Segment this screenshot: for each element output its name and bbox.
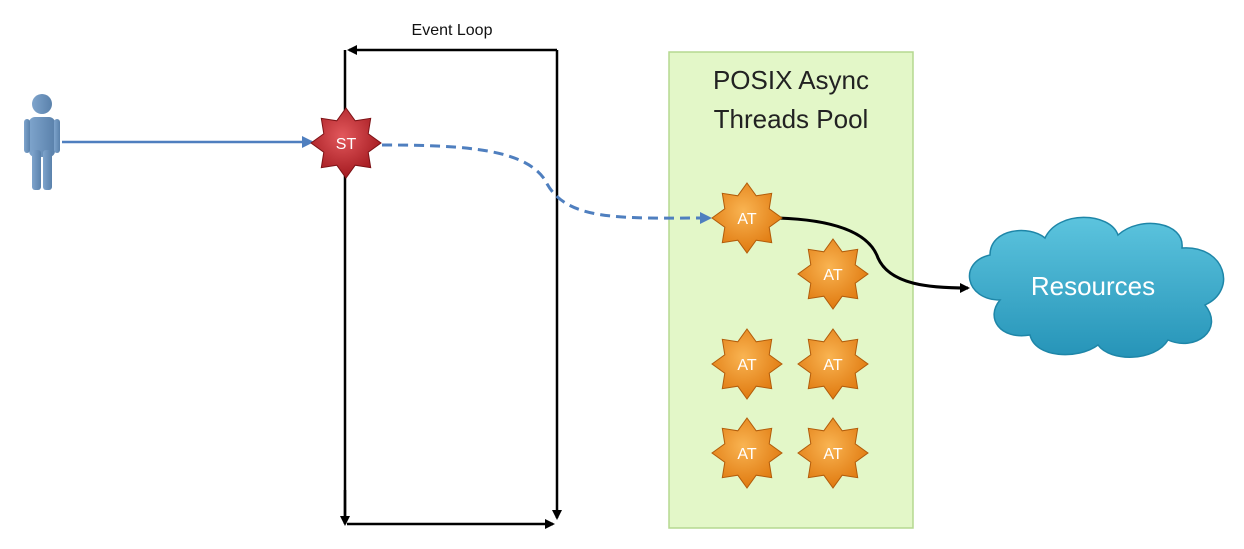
async-thread-label: AT bbox=[737, 357, 756, 374]
async-thread-node: AT bbox=[711, 417, 783, 489]
async-thread-label: AT bbox=[823, 357, 842, 374]
async-thread-node: AT bbox=[797, 417, 869, 489]
single-thread-label: ST bbox=[336, 136, 357, 153]
async-thread-node: AT bbox=[711, 182, 783, 254]
async-thread-label: AT bbox=[823, 446, 842, 463]
single-thread-node: ST bbox=[310, 107, 382, 179]
pool-title-line1: POSIX Async bbox=[713, 65, 869, 95]
resource-arrow bbox=[777, 216, 970, 293]
async-thread-node: AT bbox=[797, 238, 869, 310]
async-thread-label: AT bbox=[737, 211, 756, 228]
async-thread-node: AT bbox=[797, 328, 869, 400]
resources-cloud bbox=[968, 216, 1225, 358]
event-loop-label: Event Loop bbox=[412, 22, 493, 39]
thread-pool-panel bbox=[668, 51, 914, 529]
event-loop bbox=[340, 45, 562, 529]
async-thread-node: AT bbox=[711, 328, 783, 400]
pool-title-line2: Threads Pool bbox=[714, 104, 869, 134]
async-thread-label: AT bbox=[823, 267, 842, 284]
async-thread-label: AT bbox=[737, 446, 756, 463]
resources-label: Resources bbox=[1031, 271, 1155, 301]
dispatch-arrow bbox=[381, 143, 712, 225]
person-icon bbox=[24, 94, 60, 190]
